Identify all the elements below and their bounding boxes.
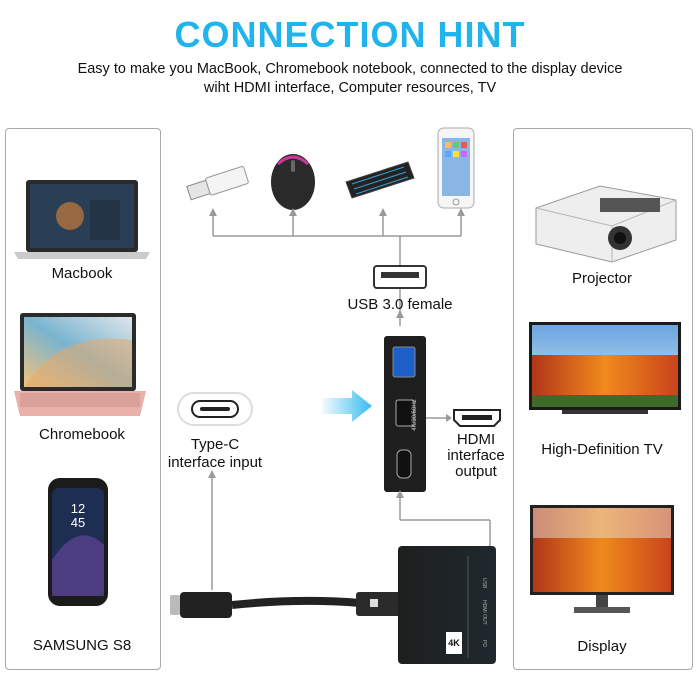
device-label-display: Display [577,638,627,655]
input-direction-arrow [322,390,372,422]
samsung-s8-icon: 12 45 [48,478,108,606]
gaming-mouse-icon [271,154,315,210]
typec-label-line-1: Type-C [190,436,240,453]
hdmi-port-icon [426,409,501,427]
usb-hub-arrowheads [209,208,465,318]
typec-cable [170,470,402,618]
usb-female-label: USB 3.0 female [347,296,453,313]
page-subtitle: Easy to make you MacBook, Chromebook not… [20,60,680,98]
typec-label-line-2: interface input [167,454,263,471]
device-label-projector: Projector [571,270,633,287]
adapter-side-text: 4K/30/60Hz [412,399,418,430]
device-label-chromebook: Chromebook [39,426,125,443]
adapter-port-label-hdmi: HDMI OUT [481,600,487,625]
device-label-hdtv: High-Definition TV [541,441,663,458]
typec-port-icon [177,392,253,426]
hdmi-output-label: HDMI interface output [436,432,516,480]
page-title: CONNECTION HINT [174,14,526,55]
hdmi-label-line-3: output [455,463,497,480]
smartphone-icon [437,127,475,209]
adapter-port-label-usb: USB [481,578,487,589]
adapter-body-icon: 4K USB HDMI OUT PD [396,490,496,664]
subtitle-line-2: wiht HDMI interface, Computer resources,… [203,80,497,96]
keyboard-icon [345,161,415,199]
svg-text:12: 12 [71,501,85,516]
adapter-front-view: 4K/30/60Hz [384,336,426,492]
hdtv-icon [529,322,681,414]
usb-flash-drive-icon [186,166,249,201]
subtitle-line-1: Easy to make you MacBook, Chromebook not… [77,61,623,77]
adapter-port-label-pd: PD [481,640,487,647]
usb-hub-connector-lines [212,214,462,326]
usb-female-port-icon [373,265,427,289]
adapter-4k-badge: 4K [448,638,460,648]
hdmi-label-line-1: HDMI [456,431,496,448]
svg-text:45: 45 [71,515,85,530]
typec-input-label: Type-C interface input [150,436,280,472]
chromebook-icon [14,313,146,416]
device-label-samsung-s8: SAMSUNG S8 [32,637,132,654]
hdmi-label-line-2: interface [447,447,505,464]
projector-icon [535,185,677,263]
macbook-icon [14,180,150,259]
display-monitor-icon [530,505,674,613]
device-label-macbook: Macbook [51,265,113,282]
